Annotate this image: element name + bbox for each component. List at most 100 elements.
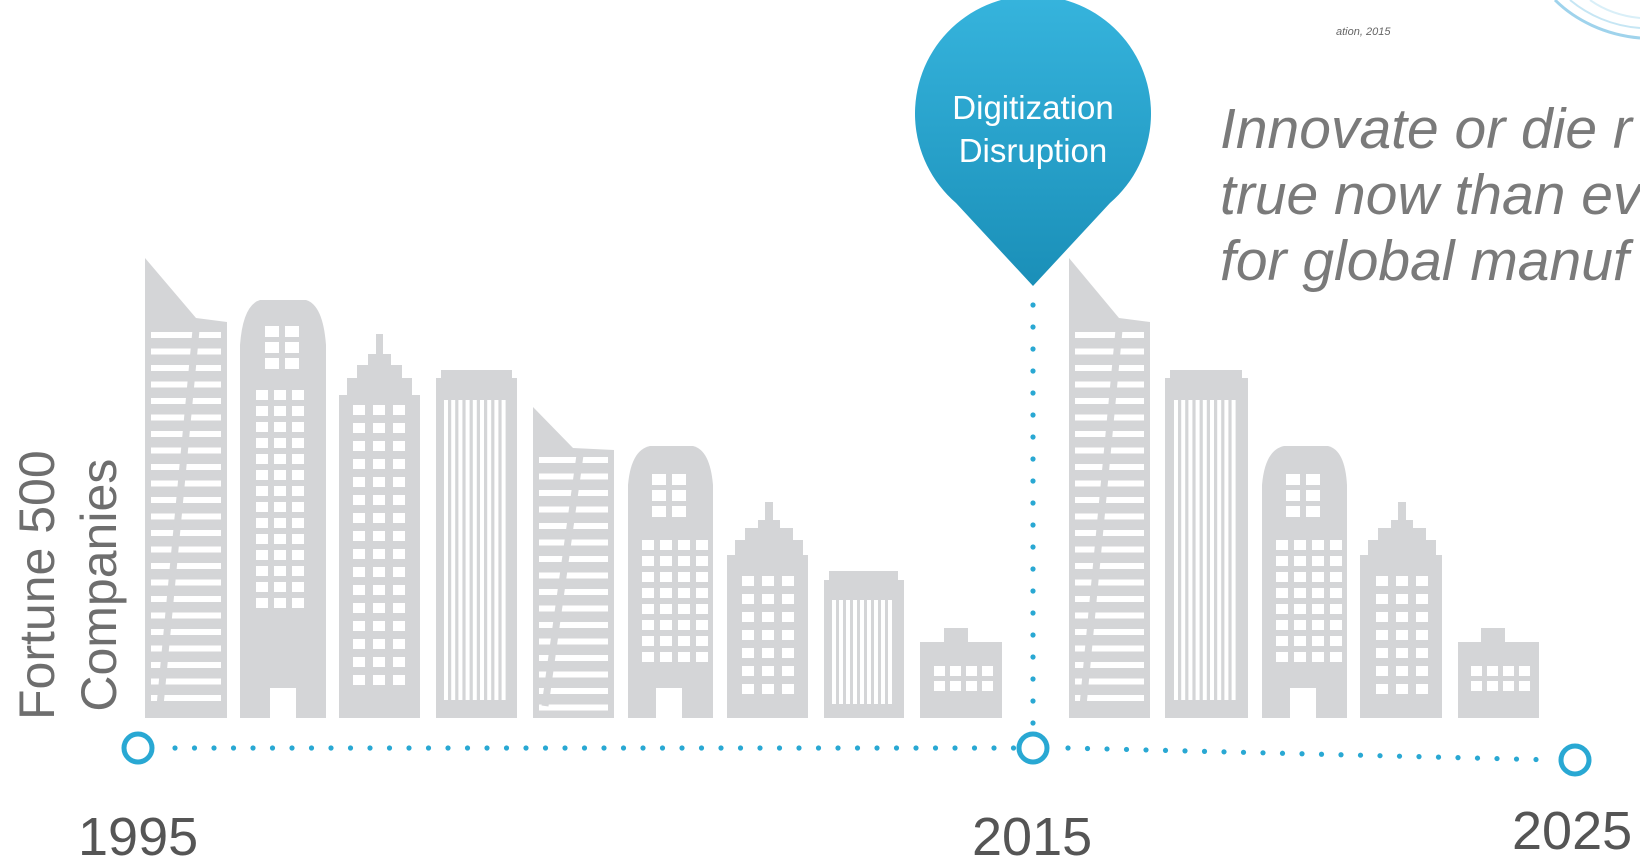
timeline-dot [562, 745, 568, 751]
building-stripe [151, 563, 221, 569]
timeline-dot [1030, 676, 1036, 682]
building-icon [436, 370, 517, 718]
building-window [642, 652, 654, 662]
building-window [292, 534, 304, 544]
timeline-dot [230, 745, 237, 751]
building-window [1487, 681, 1498, 691]
timeline-dot [1030, 390, 1036, 396]
building-window [353, 603, 365, 613]
building-window [782, 630, 794, 640]
building-column [494, 400, 499, 700]
building-stripe [151, 678, 221, 685]
timeline-dot [1201, 748, 1208, 754]
building-window [285, 342, 299, 353]
timeline-dot [1030, 720, 1036, 726]
building-window [1312, 604, 1324, 614]
building-window [1312, 620, 1324, 630]
building-window [782, 594, 794, 604]
building-window [642, 636, 654, 646]
building-window [1330, 540, 1342, 550]
timeline-dot [1030, 654, 1036, 660]
timeline-dot [815, 745, 822, 751]
building-window [1276, 588, 1288, 598]
quote-line: true now than ev [1220, 163, 1640, 227]
building-window [256, 582, 268, 592]
year-label-1995: 1995 [78, 807, 199, 867]
building-window [1276, 540, 1288, 550]
building-window [782, 612, 794, 622]
building-window [1294, 652, 1306, 662]
building-window [373, 441, 385, 451]
timeline-dot [523, 745, 529, 751]
building-stripe [151, 546, 221, 553]
building-window [678, 652, 690, 662]
building-window [285, 326, 299, 337]
building-window [1396, 684, 1408, 694]
building-window [373, 513, 385, 523]
building-stripe [1075, 365, 1144, 371]
building-window [292, 566, 304, 576]
timeline-dot [1030, 412, 1036, 418]
timeline-dot [1338, 752, 1344, 758]
building-window [1286, 474, 1300, 485]
timeline-dot [1260, 750, 1266, 756]
building-window [1312, 540, 1324, 550]
building-window [393, 423, 405, 433]
building-stripe [1075, 612, 1144, 619]
building-window [353, 585, 365, 595]
building-window [1312, 652, 1324, 662]
building-stripe [151, 530, 221, 536]
building-window [373, 477, 385, 487]
building-window [292, 470, 304, 480]
building-window [256, 518, 268, 528]
building-window [1416, 666, 1428, 676]
building-column [839, 600, 843, 704]
timeline-dot [347, 745, 354, 751]
building-window [642, 620, 654, 630]
timeline-dot [913, 745, 919, 751]
building-column [1188, 400, 1193, 700]
building-window [285, 358, 299, 369]
timeline-dot [1030, 698, 1036, 704]
timeline-dot [874, 745, 880, 751]
building-window [256, 422, 268, 432]
building-column [1181, 400, 1186, 700]
timeline-dot [1533, 756, 1539, 763]
building-window [274, 390, 286, 400]
building-window [292, 550, 304, 560]
building-window [660, 636, 672, 646]
timeline-dot [932, 745, 939, 751]
building-window [373, 531, 385, 541]
timeline-dot [1030, 610, 1036, 616]
map-pin-icon [915, 0, 1151, 286]
axis-label: Fortune 500 Companies [6, 450, 130, 720]
building-window [1376, 612, 1388, 622]
timeline-marker-icon [121, 731, 155, 765]
building-stripe [151, 629, 221, 635]
building-icon [240, 300, 326, 718]
building-stripe [151, 480, 221, 487]
timeline-dot [308, 745, 315, 751]
building-window [696, 556, 708, 566]
building-stripe [1075, 348, 1144, 355]
building-window [1306, 474, 1320, 485]
building-column [853, 600, 857, 704]
building-column [1217, 400, 1222, 700]
building-window [393, 405, 405, 415]
building-window [742, 612, 754, 622]
building-window [353, 567, 365, 577]
timeline-dot [1299, 751, 1305, 757]
building-window [672, 506, 686, 517]
building-window [393, 657, 405, 667]
building-window [292, 454, 304, 464]
year-label-2015: 2015 [972, 807, 1093, 867]
building-window [950, 666, 961, 676]
building-window [292, 390, 304, 400]
building-window [660, 620, 672, 630]
building-window [373, 585, 385, 595]
building-icon [628, 446, 713, 718]
building-door [656, 688, 682, 718]
timeline-dot [1030, 368, 1036, 374]
building-window [274, 454, 286, 464]
